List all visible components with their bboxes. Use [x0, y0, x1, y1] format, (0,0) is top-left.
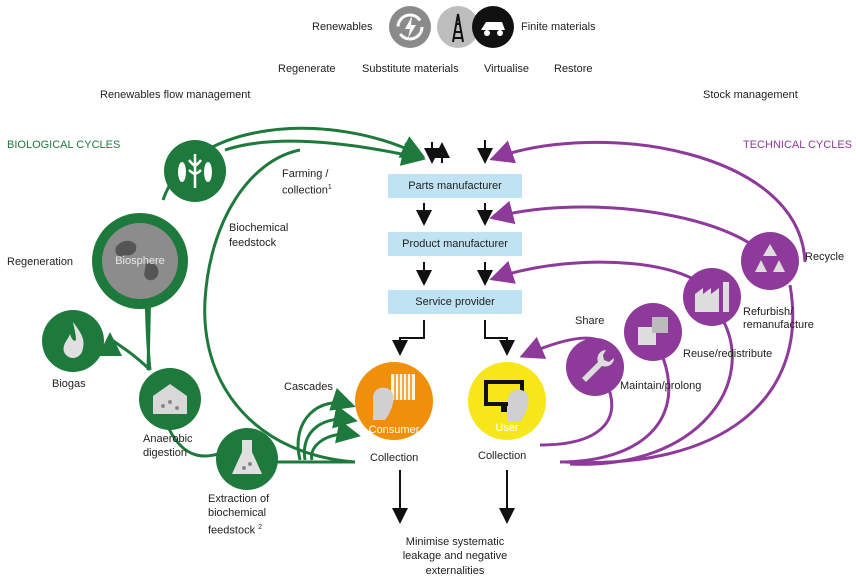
biochemical-line-2: feedstock [229, 237, 277, 249]
consumer-circle [355, 362, 433, 440]
leakage-line-2: leakage and negative [402, 550, 508, 562]
principle-regenerate: Regenerate [278, 63, 336, 75]
farming-line-2: collection1 [282, 184, 332, 197]
product-manufacturer-box: Product manufacturer [388, 232, 522, 256]
renewables-flow-header: Renewables flow management [100, 89, 251, 101]
reuse-label: Reuse/redistribute [683, 348, 773, 360]
stock-management-header: Stock management [703, 89, 798, 101]
consumer-label: Consumer [368, 424, 420, 436]
user-circle [468, 362, 546, 440]
farming-line-1: Farming / [282, 168, 329, 180]
service-provider-box: Service provider [388, 290, 522, 314]
user-label: User [495, 422, 519, 434]
principle-restore: Restore [554, 63, 593, 75]
legend-renewables-label: Renewables [312, 21, 373, 33]
biochemical-line-1: Biochemical [229, 222, 289, 234]
consumer-head-icon [373, 374, 415, 420]
collection-left-label: Collection [370, 452, 419, 464]
refurbish-line-2: remanufacture [743, 319, 814, 331]
leakage-line-3: externalities [425, 565, 485, 577]
extraction-line-2: biochemical [208, 507, 267, 519]
computer-icon [484, 380, 529, 422]
technical-cycles-header: TECHNICAL CYCLES [743, 139, 853, 151]
boxes-icon [624, 303, 682, 361]
biogas-label: Biogas [52, 378, 86, 390]
maintain-label: Maintain/prolong [620, 380, 702, 392]
recycle-icon [741, 232, 799, 290]
extraction-line-3: feedstock 2 [208, 524, 263, 537]
legend-finite-label: Finite materials [521, 21, 596, 33]
regeneration-label: Regeneration [7, 256, 74, 268]
mining-truck-icon [472, 6, 514, 48]
globe-icon [102, 223, 178, 299]
share-label: Share [575, 315, 605, 327]
extraction-line-1: Extraction of [208, 493, 270, 505]
anaerobic-line-2: digestion [143, 447, 188, 459]
farming-icon [164, 140, 226, 202]
flask-icon [216, 428, 278, 490]
principle-substitute: Substitute materials [362, 63, 459, 75]
parts-manufacturer-box: Parts manufacturer [388, 174, 522, 198]
wrench-icon [566, 338, 624, 396]
biosphere-circle: Biosphere [92, 213, 188, 309]
biosphere-label: Biosphere [115, 255, 165, 267]
anaerobic-line-1: Anaerobic [143, 433, 193, 445]
factory-icon [683, 268, 741, 326]
refurbish-line-1: Refurbish/ [743, 306, 794, 318]
recycle-label: Recycle [805, 251, 845, 263]
biogas-flame-icon [42, 310, 104, 372]
anaerobic-digestion-icon [139, 368, 201, 430]
cascades-label: Cascades [284, 381, 333, 393]
principle-virtualise: Virtualise [484, 63, 530, 75]
leakage-line-1: Minimise systematic [405, 536, 505, 548]
biological-cycles-header: BIOLOGICAL CYCLES [7, 139, 121, 151]
renewables-icon [389, 6, 431, 48]
collection-right-label: Collection [478, 450, 527, 462]
